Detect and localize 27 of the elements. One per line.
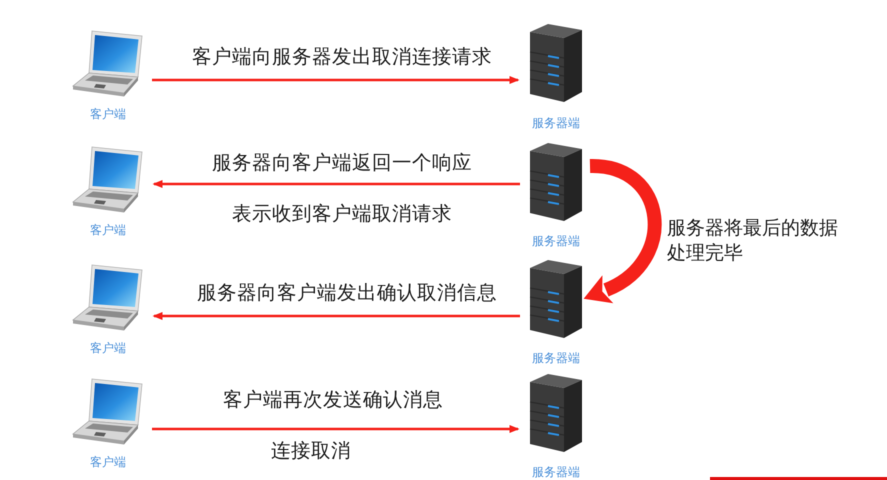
note-text: 表示收到客户端取消请求	[232, 202, 452, 226]
laptop-icon	[72, 146, 144, 214]
device-caption: 客户端	[90, 223, 126, 237]
edge-label: 客户端向服务器发出取消连接请求	[192, 45, 492, 69]
server-icon	[528, 258, 584, 340]
arrow	[152, 312, 520, 320]
edge-label: 服务器将最后的数据处理完毕	[667, 216, 839, 266]
server-icon	[528, 372, 584, 454]
laptop-icon	[72, 378, 144, 446]
laptop-icon	[72, 264, 144, 332]
device-caption: 服务器端	[532, 351, 580, 365]
server-icon	[528, 141, 584, 223]
edge-label: 服务器向客户端返回一个响应	[212, 151, 472, 175]
edge-label: 服务器向客户端发出确认取消信息	[197, 281, 497, 305]
arrow	[152, 425, 520, 433]
laptop-icon	[72, 30, 144, 98]
arrow	[152, 76, 520, 84]
device-caption: 客户端	[90, 455, 126, 469]
edge-label: 客户端再次发送确认消息	[223, 388, 443, 412]
device-caption: 客户端	[90, 341, 126, 355]
note-text: 连接取消	[271, 439, 351, 463]
device-caption: 服务器端	[532, 116, 580, 130]
device-caption: 服务器端	[532, 465, 580, 479]
device-caption: 服务器端	[532, 234, 580, 248]
server-icon	[528, 22, 584, 104]
device-caption: 客户端	[90, 107, 126, 121]
arrow	[152, 180, 520, 188]
